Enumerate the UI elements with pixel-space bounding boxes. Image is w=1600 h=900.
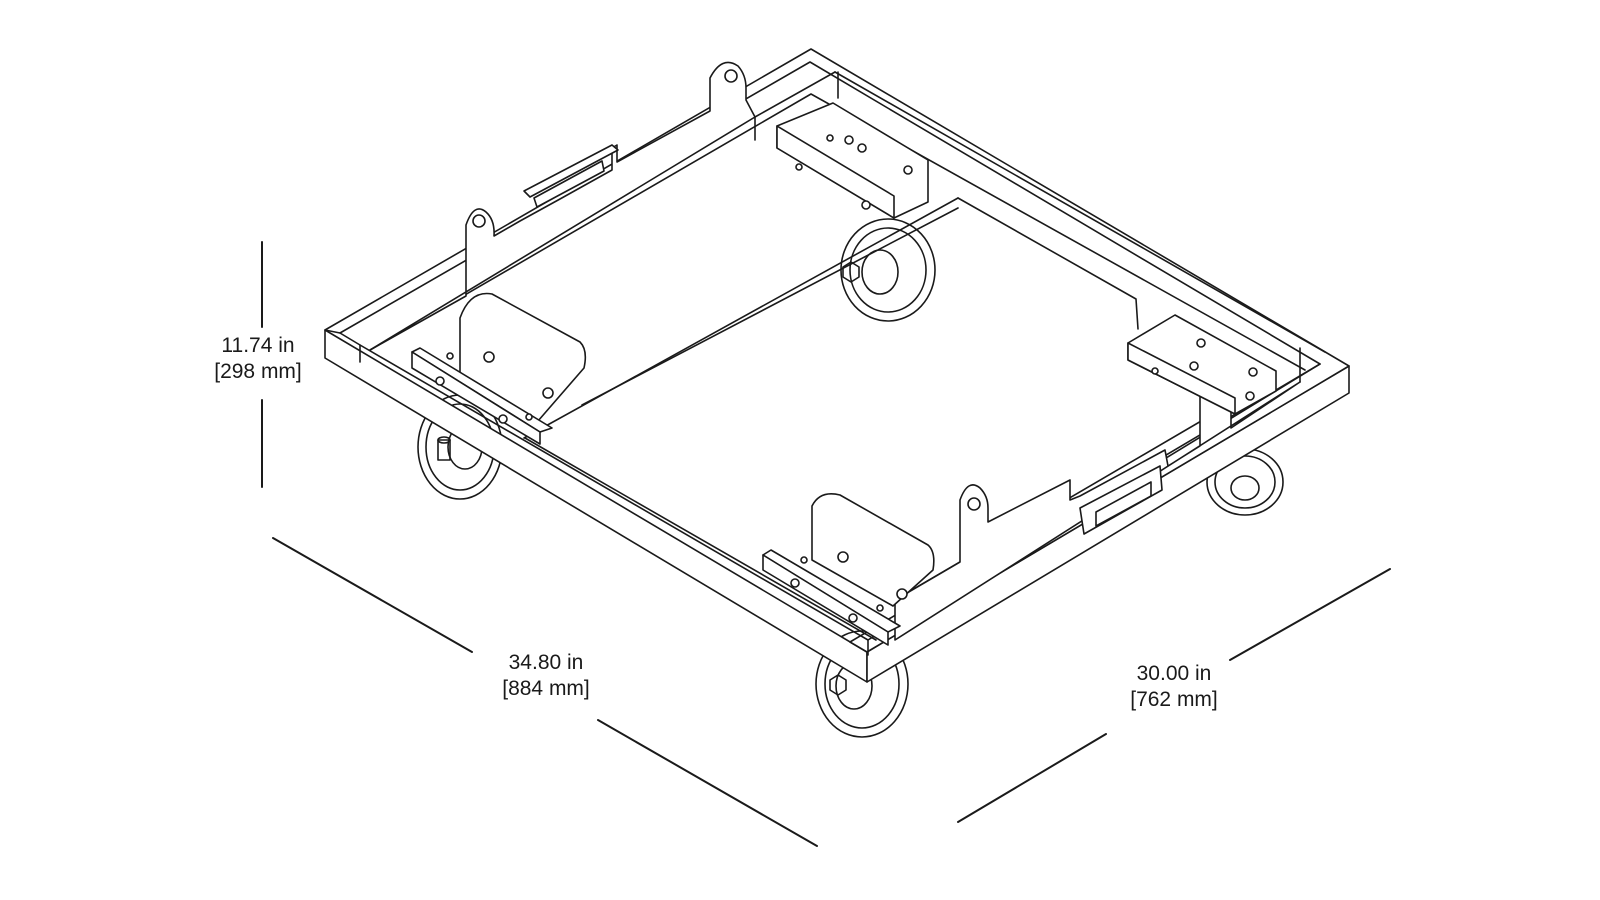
- bracket-left: [411, 292, 587, 445]
- length-dimension-label: 34.80 in [884 mm]: [484, 650, 608, 702]
- width-dimension-line: [957, 568, 1391, 823]
- width-metric: [762 mm]: [1130, 688, 1218, 711]
- height-dimension-label: 11.74 in [298 mm]: [196, 333, 320, 385]
- length-imperial: 34.80 in: [508, 651, 584, 674]
- height-metric: [298 mm]: [214, 360, 302, 383]
- width-dimension-label: 30.00 in [762 mm]: [1112, 661, 1236, 713]
- width-imperial: 30.00 in: [1136, 662, 1212, 685]
- caster-wheel-back: [840, 218, 936, 322]
- length-metric: [884 mm]: [502, 677, 590, 700]
- length-dimension-line: [272, 537, 818, 847]
- bracket-back: [776, 102, 929, 219]
- side-wall-front: [894, 353, 1301, 641]
- bracket-right: [1127, 314, 1277, 415]
- height-imperial: 11.74 in: [221, 334, 295, 357]
- bracket-front: [762, 493, 935, 646]
- side-wall-back: [369, 61, 756, 351]
- caster-wheel-front: [815, 630, 909, 738]
